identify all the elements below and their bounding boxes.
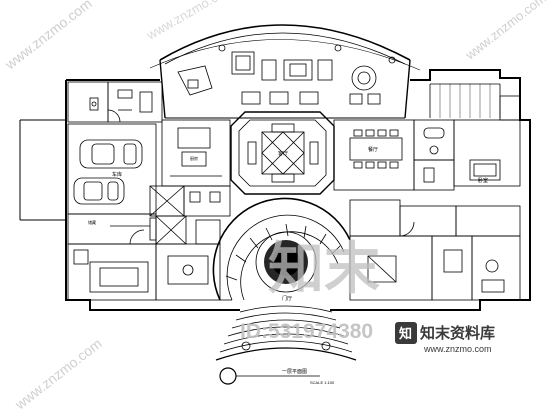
watermark-logo-mark-glyph: 知 (399, 326, 412, 342)
left-lower-rooms (67, 213, 157, 301)
watermark-logo-glyph: 知末 (268, 237, 380, 302)
octagon-room: 客厅 (230, 111, 335, 195)
dining-label: 餐厅 (368, 146, 378, 153)
right-upper-rooms: 卧室 (413, 83, 521, 191)
watermark-id: ID:531974380 (240, 320, 373, 343)
garage-label: 车库 (112, 171, 122, 178)
storage-label: 储藏 (88, 219, 96, 225)
watermark-site-2: www.znzmo.com (143, 0, 236, 43)
hall-label: 门厅 (282, 295, 292, 302)
living-label: 客厅 (278, 150, 288, 157)
bedroom-label: 卧室 (478, 177, 488, 184)
north-curved-room (149, 24, 421, 119)
watermark-site-3: www.znzmo.com (462, 0, 549, 63)
watermark-layer: www.znzmo.com www.znzmo.com www.znzmo.co… (1, 0, 548, 413)
right-lower-rooms (349, 199, 521, 301)
drawing-title-block: 一层平面图 SCALE 1:100 (219, 367, 335, 385)
hall-side-rooms (155, 215, 221, 301)
watermark-brand-url: www.znzmo.com (423, 344, 492, 354)
plan-title: 一层平面图 (282, 369, 307, 375)
kitchen-label: 厨房 (190, 155, 198, 161)
garage: 车库 (67, 123, 157, 215)
entrance-hall: 门厅 (212, 197, 351, 302)
plan-scale: SCALE 1:100 (310, 380, 335, 385)
central-upper (149, 119, 231, 217)
dining-room: 餐厅 (333, 119, 415, 191)
watermark-site-1: www.znzmo.com (1, 0, 94, 73)
watermark-site-4: www.znzmo.com (11, 335, 104, 413)
room-annotations: 厨房 储藏 (88, 155, 198, 225)
left-upper-rooms (67, 81, 163, 123)
watermark-brand: 知末资料库 (420, 324, 495, 342)
entrance-steps (215, 305, 357, 361)
watermark-logo-mark (395, 322, 417, 344)
